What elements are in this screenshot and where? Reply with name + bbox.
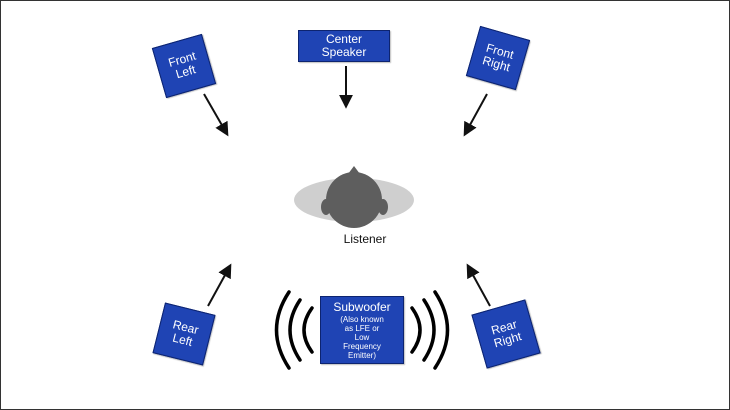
subwoofer-title: Subwoofer bbox=[333, 300, 391, 314]
listener-head-icon bbox=[326, 172, 382, 228]
listener-label: Listener bbox=[343, 232, 387, 246]
rear-right-arrow bbox=[466, 263, 491, 307]
nose-icon bbox=[348, 166, 360, 174]
subwoofer-note: (Also known as LFE or Low Frequency Emit… bbox=[340, 315, 384, 360]
front-right-arrow bbox=[463, 93, 488, 137]
subwoofer-right-waves-icon bbox=[410, 290, 450, 370]
subwoofer-speaker: Subwoofer (Also known as LFE or Low Freq… bbox=[320, 296, 404, 364]
rear-left-arrow bbox=[207, 263, 232, 307]
center-speaker: Center Speaker bbox=[298, 30, 390, 62]
front-left-arrow bbox=[203, 93, 229, 137]
subwoofer-left-waves-icon bbox=[274, 290, 314, 370]
